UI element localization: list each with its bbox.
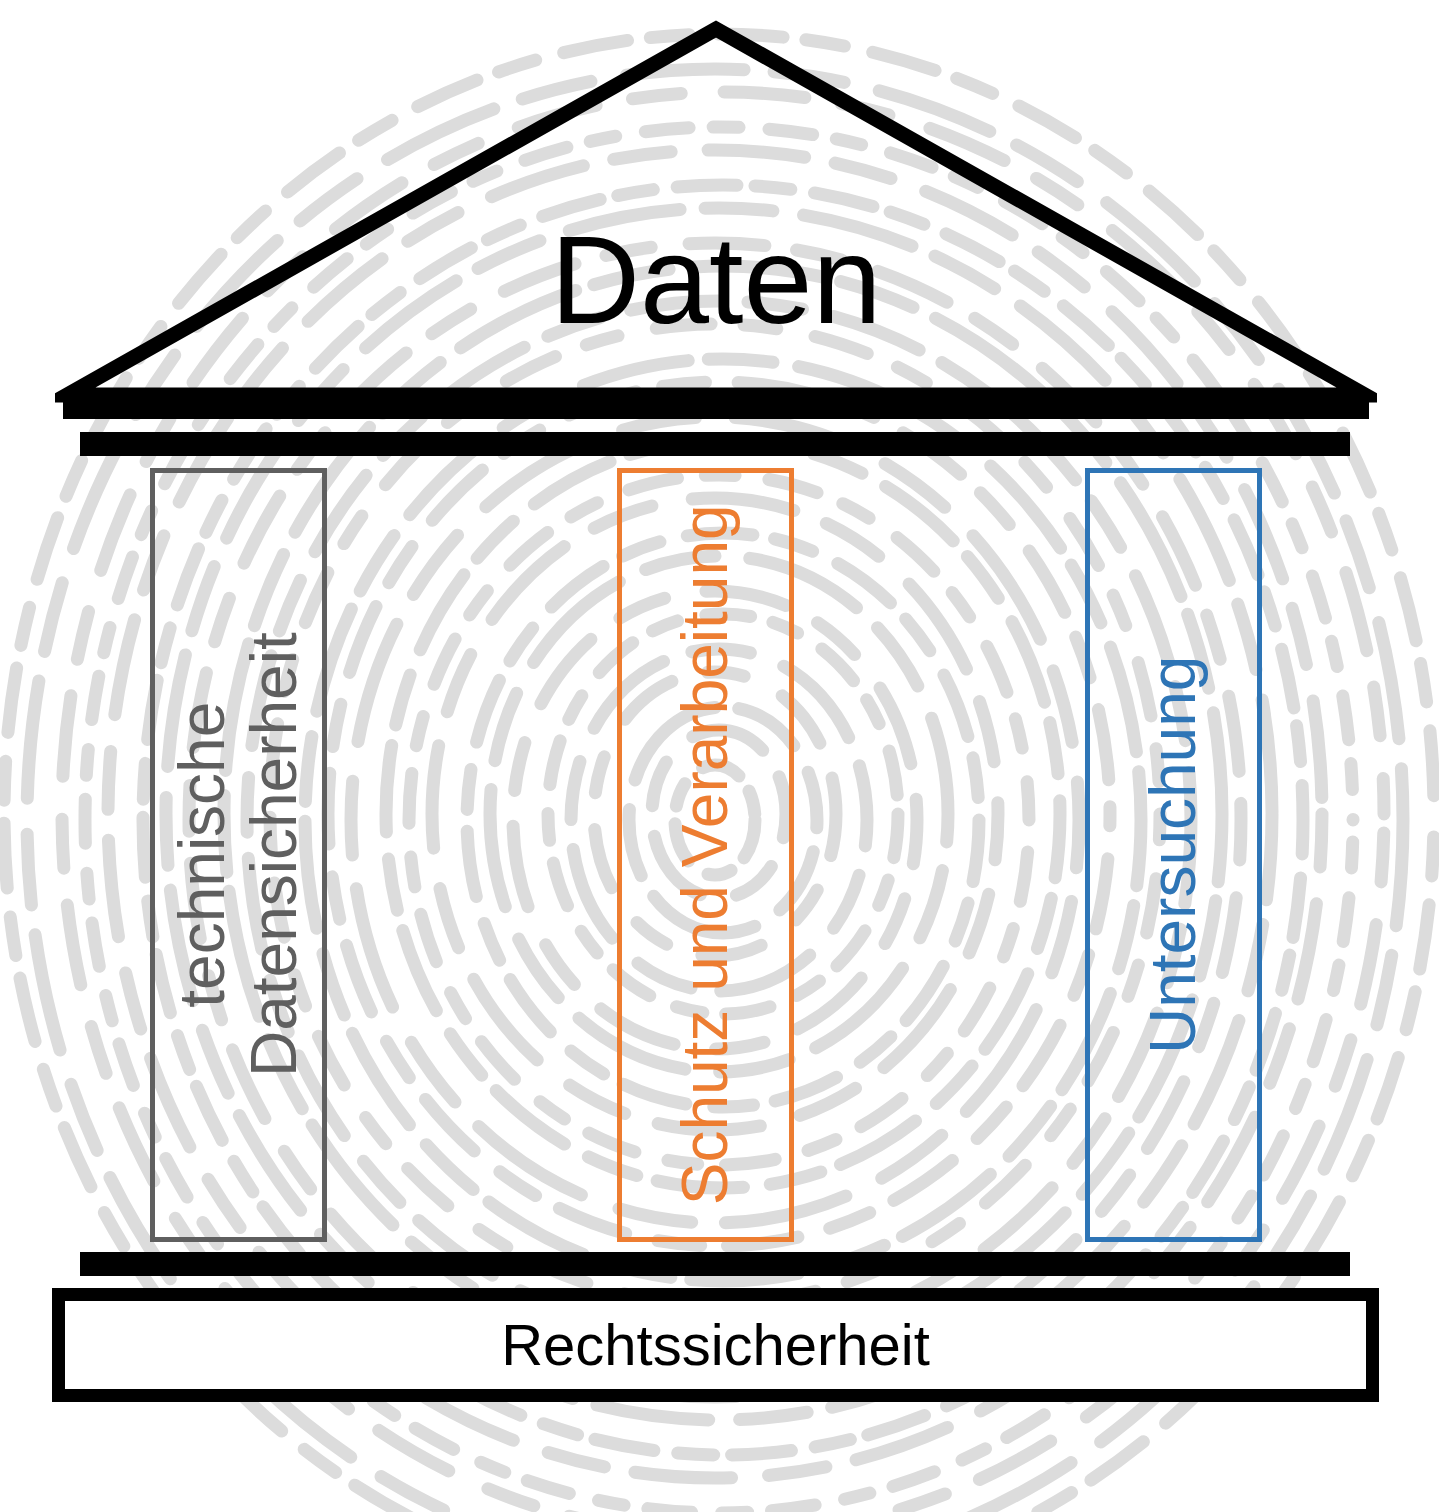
pillar-label: technische Datensicherheit — [167, 493, 310, 1217]
foundation-label: Rechtssicherheit — [75, 1313, 1356, 1378]
fingerprint-ridge — [328, 382, 1110, 1246]
architrave-bar — [80, 432, 1350, 456]
pillar-box: technische Datensicherheit — [150, 468, 327, 1242]
fingerprint-ridge — [27, 69, 1403, 1512]
fingerprint-ridge — [351, 417, 1079, 1223]
fingerprint-ridge — [305, 359, 1141, 1281]
fingerprint-ridge — [270, 324, 1160, 1304]
roof-label: Daten — [366, 211, 1066, 350]
fingerprint-ridge — [108, 150, 1322, 1478]
fingerprint-ridge — [247, 301, 1191, 1339]
fingerprint-ridges — [4, 34, 1434, 1512]
pillar-label: Untersuchung — [1138, 493, 1210, 1217]
fingerprint-ridge — [4, 34, 1434, 1512]
fingerprint-ridge — [224, 266, 1222, 1362]
roof-triangle-outline — [67, 29, 1365, 395]
stylobate-bar — [80, 1252, 1350, 1276]
roof-base-bar — [63, 395, 1369, 419]
pillar-box: Untersuchung — [1085, 468, 1262, 1242]
pillar-label: Schutz und Verarbeitung — [670, 493, 742, 1217]
roof-triangle: Daten — [55, 15, 1377, 420]
pillar-box: Schutz und Verarbeitung — [617, 468, 794, 1242]
foundation-box: Rechtssicherheit — [52, 1288, 1379, 1402]
